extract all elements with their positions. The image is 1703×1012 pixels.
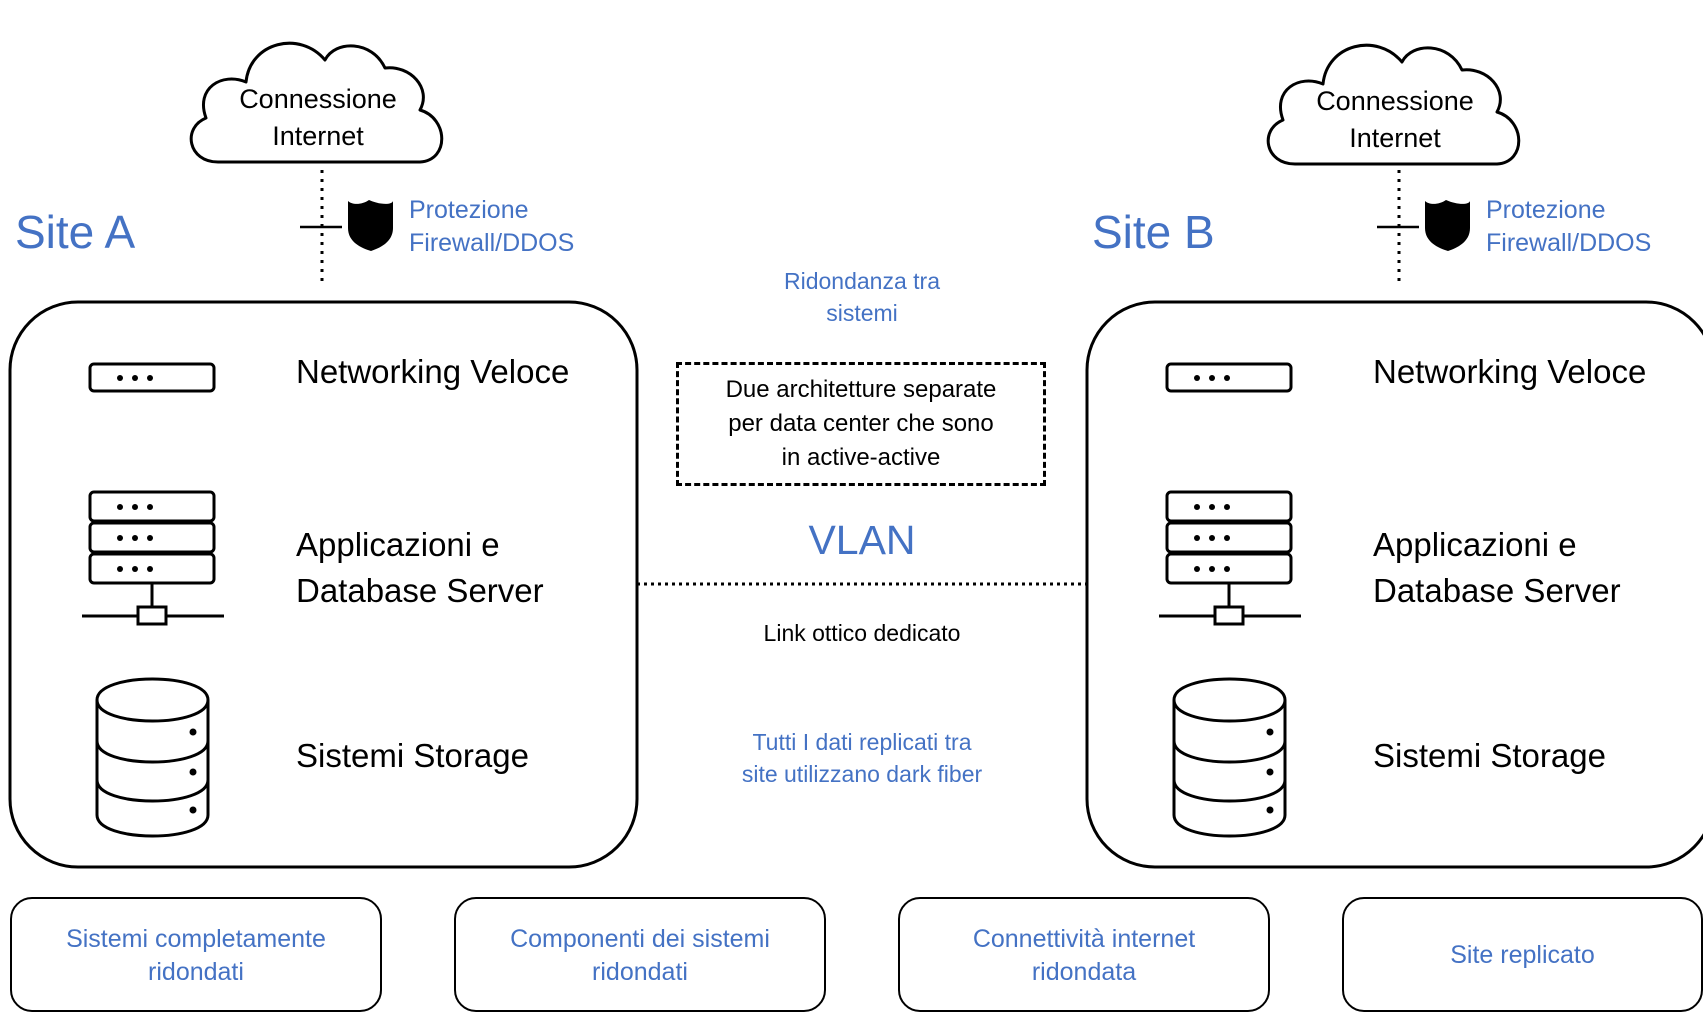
switch-icon-site-b [1165, 362, 1293, 393]
architecture-note: Due architetture separate per data cente… [676, 362, 1046, 486]
cloud-icon-site-a [189, 41, 444, 164]
site-b-storage-label: Sistemi Storage [1373, 737, 1606, 774]
server-icon-site-b [1159, 490, 1301, 626]
cloud-icon-site-b [1266, 43, 1521, 166]
shield-icon-site-b [1425, 200, 1470, 251]
site-b-title: Site B [1092, 206, 1215, 258]
storage-icon-site-b [1172, 677, 1287, 838]
link-label: Link ottico dedicato [763, 620, 961, 646]
site-a-storage-label: Sistemi Storage [296, 737, 529, 774]
site-b-networking-label: Networking Veloce [1373, 353, 1647, 390]
cloud-label-site-b: Connessione Internet [1316, 86, 1474, 153]
feature-box-4: Site replicato [1342, 897, 1703, 1012]
site-a-networking-label: Networking Veloce [296, 353, 570, 390]
server-icon-site-a [82, 490, 224, 626]
cloud-label-site-a: Connessione Internet [239, 84, 397, 151]
site-a-title: Site A [15, 206, 136, 258]
shield-icon-site-a [348, 200, 393, 251]
storage-icon-site-a [95, 677, 210, 838]
switch-icon-site-a [88, 362, 216, 393]
vlan-label: VLAN [808, 517, 916, 563]
